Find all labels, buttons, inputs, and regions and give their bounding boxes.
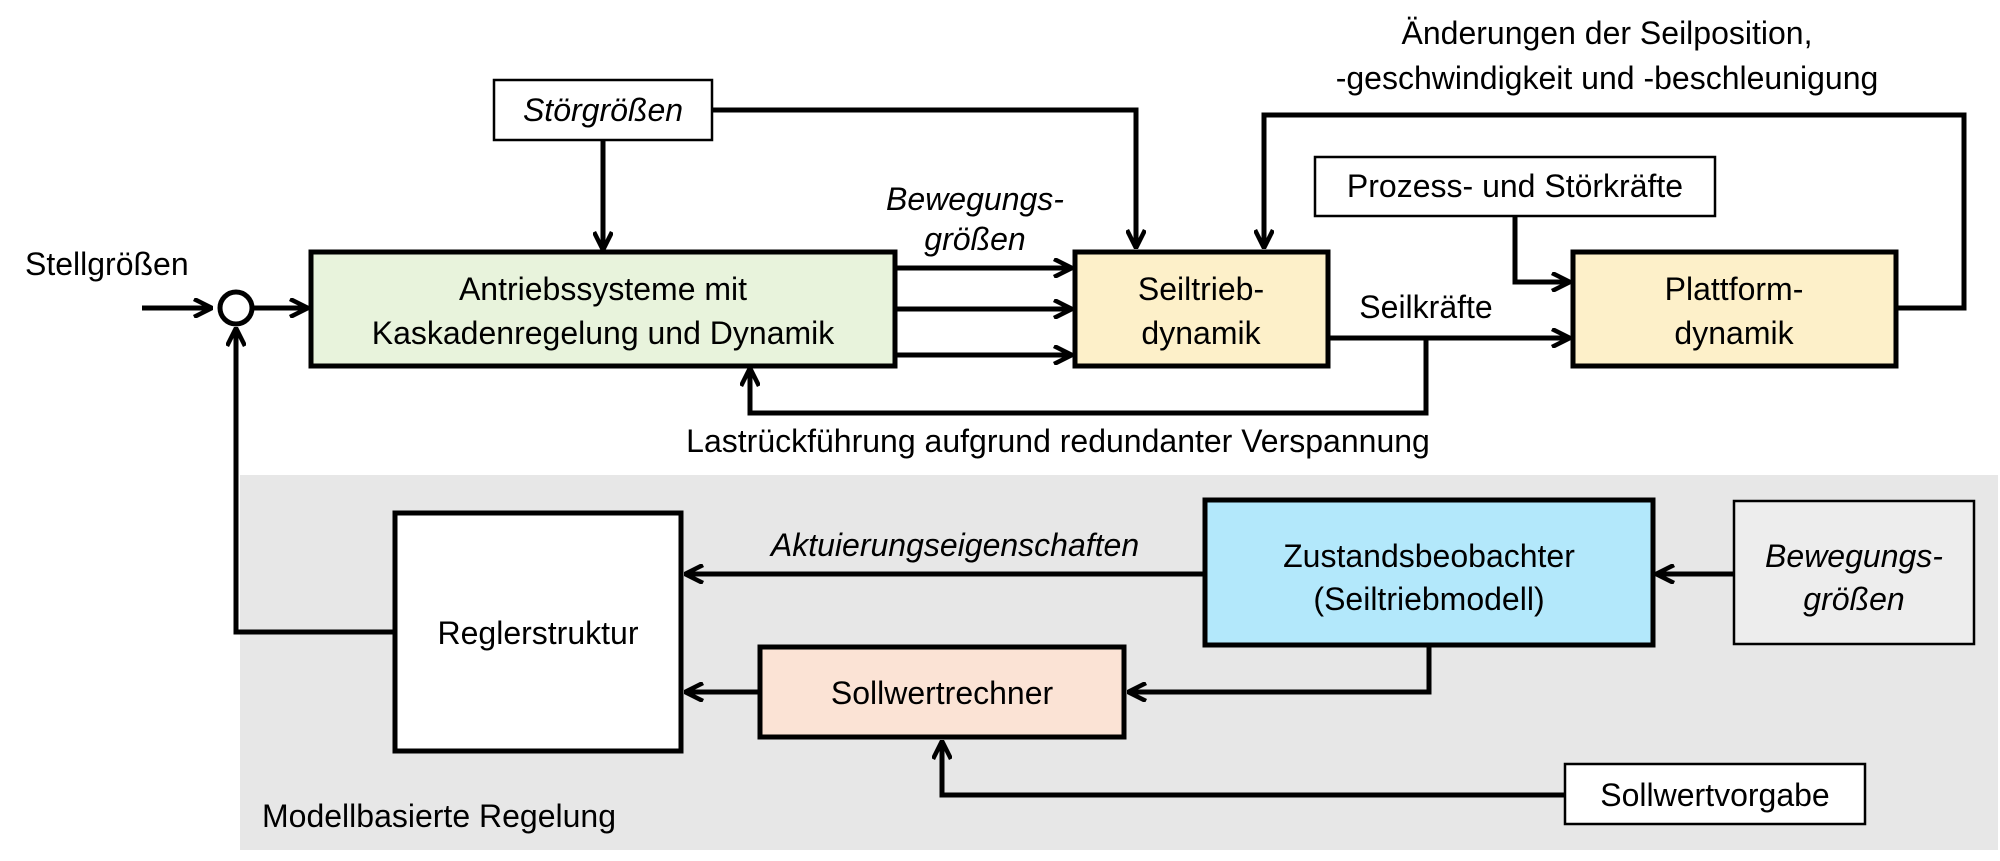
process-forces-box [1313, 155, 1717, 218]
label-aenderungen-line1: Änderungen der Seilposition, [1402, 15, 1813, 51]
label-zustand-line2: (Seiltriebmodell) [1313, 581, 1544, 617]
label-plattform-line2: dynamik [1674, 315, 1794, 351]
label-antrieb-line2: Kaskadenregelung und Dynamik [372, 315, 836, 351]
motion-quantities-box [1732, 499, 1976, 646]
label-aenderungen-line2: -geschwindigkeit und -beschleunigung [1336, 60, 1879, 96]
load-feedback-arrow [750, 338, 1429, 416]
label-seiltrieb-line1: Seiltrieb- [1138, 271, 1264, 307]
label-bewegungs-right-line1: Bewegungs- [1765, 538, 1943, 574]
label-sollwertvorgabe: Sollwertvorgabe [1600, 777, 1829, 813]
label-aktuierung: Aktuierungseigenschaften [769, 527, 1139, 563]
label-bewegungs-top-line1: Bewegungs- [886, 181, 1064, 217]
setpoint-spec-arrow [942, 741, 1565, 798]
label-prozess: Prozess- und Störkräfte [1347, 168, 1683, 204]
label-sollwertrechner: Sollwertrechner [831, 675, 1054, 711]
label-antrieb-line1: Antriebssysteme mit [459, 271, 747, 307]
state-observer-box [1202, 497, 1656, 648]
label-bewegungs-right-line2: größen [1803, 581, 1904, 617]
label-modellbasiert: Modellbasierte Regelung [262, 798, 616, 834]
label-seiltrieb-line2: dynamik [1141, 315, 1261, 351]
platform-feedback-arrow [1264, 112, 1967, 311]
label-plattform-line1: Plattform- [1665, 271, 1804, 307]
label-regler: Reglerstruktur [438, 615, 639, 651]
platform-box [1570, 249, 1899, 369]
controller-feedback-arrow [236, 328, 395, 635]
observer-to-setpoint-arrow [1128, 645, 1432, 692]
label-zustand-line1: Zustandsbeobachter [1283, 538, 1575, 574]
drive-systems-box [308, 249, 898, 369]
summing-junction [217, 289, 255, 327]
label-stoergroessen: Störgrößen [523, 92, 683, 128]
seiltrieb-box [1072, 249, 1331, 369]
stoer-to-seiltrieb-arrow [712, 107, 1136, 248]
label-bewegungs-top-line2: größen [924, 221, 1025, 257]
label-lastrueck: Lastrückführung aufgrund redundanter Ver… [686, 423, 1430, 459]
stoergroessen-box [492, 78, 714, 142]
process-forces-arrow [1512, 216, 1570, 282]
label-seilkraefte: Seilkräfte [1359, 289, 1492, 325]
label-stellgroessen: Stellgrößen [25, 246, 189, 282]
setpoint-calculator-box [757, 644, 1127, 740]
